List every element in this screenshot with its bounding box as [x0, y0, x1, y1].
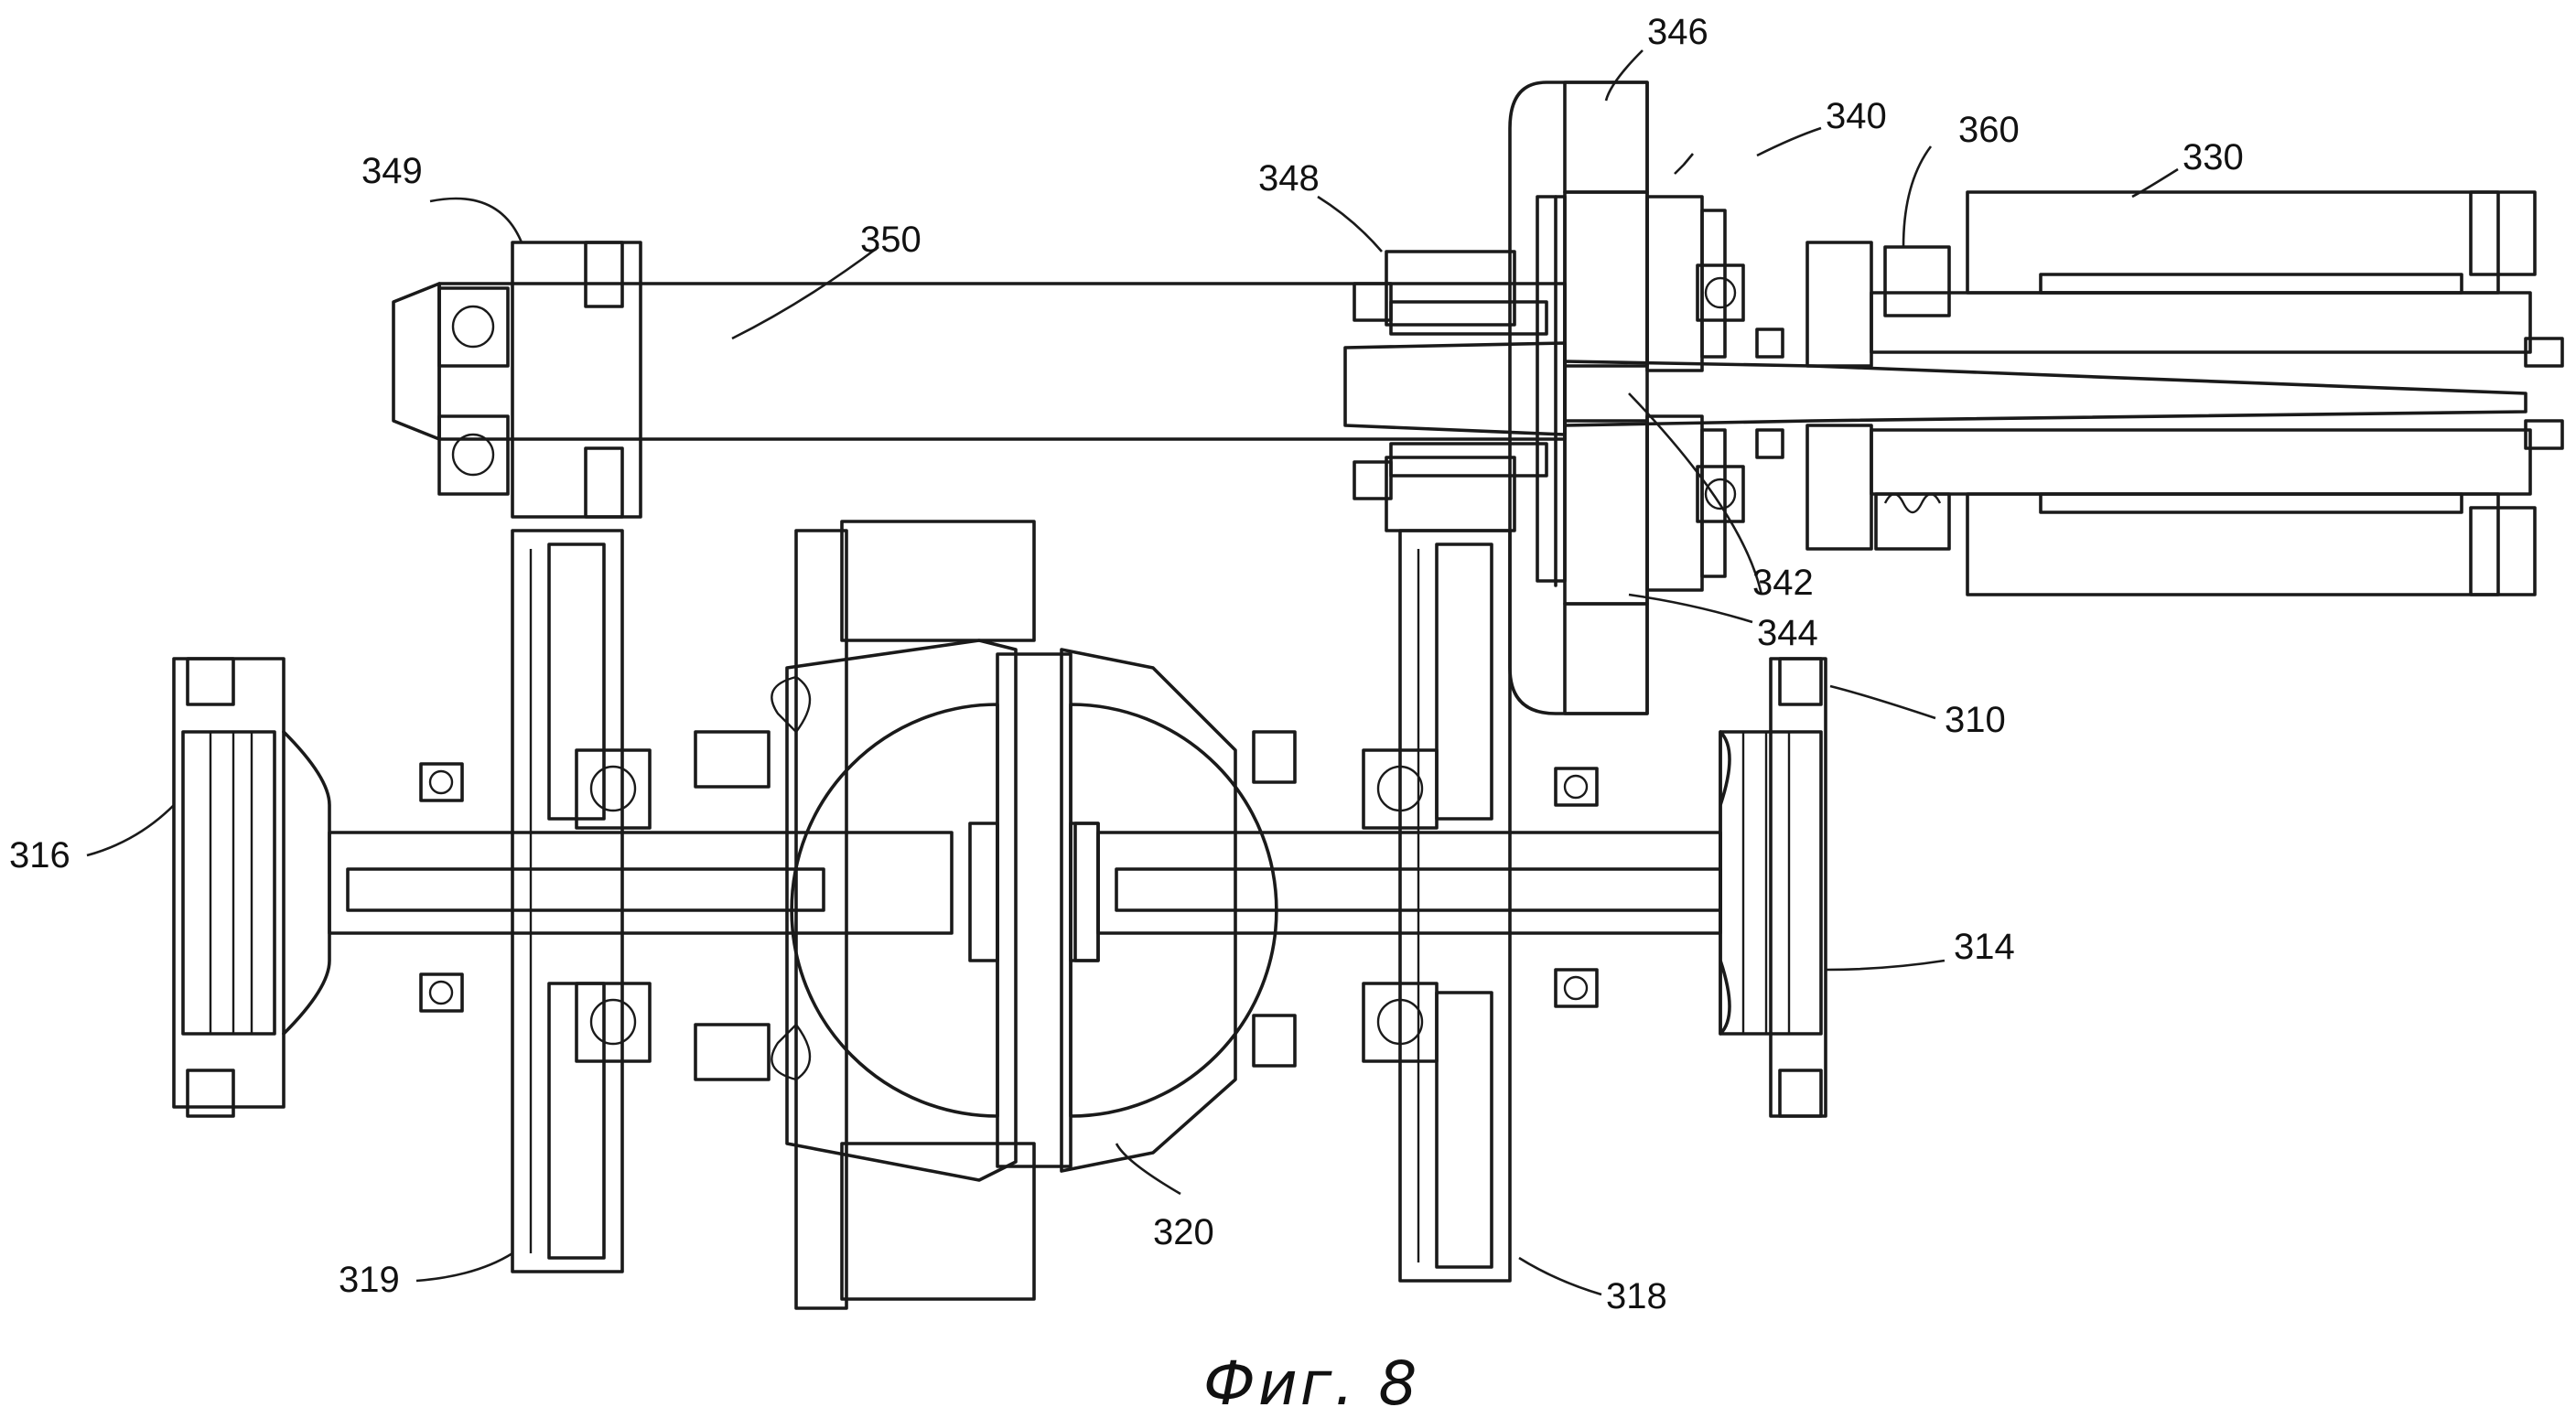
figure-caption: Фиг. 8: [1203, 1348, 1419, 1418]
upper-shaft-350: [392, 241, 1567, 532]
label-346: 346: [1647, 12, 1708, 52]
label-318: 318: [1606, 1276, 1667, 1316]
label-320: 320: [1153, 1212, 1214, 1252]
label-340: 340: [1826, 96, 1887, 136]
leader-lines: [86, 49, 2179, 1296]
label-350: 350: [860, 220, 922, 260]
label-310: 310: [1945, 700, 2006, 740]
label-348: 348: [1258, 158, 1320, 199]
axle-assembly: [172, 520, 1827, 1310]
label-360: 360: [1958, 110, 2020, 150]
label-344: 344: [1757, 613, 1818, 653]
label-316: 316: [9, 835, 70, 876]
label-349: 349: [361, 151, 423, 191]
label-330: 330: [2183, 137, 2244, 177]
actuator-330: [1563, 190, 2564, 596]
label-314: 314: [1954, 927, 2015, 967]
label-319: 319: [339, 1260, 400, 1300]
label-342: 342: [1752, 563, 1814, 603]
reference-labels: 346 340 360 330 348 349 350 342 344 310 …: [9, 12, 2244, 1316]
